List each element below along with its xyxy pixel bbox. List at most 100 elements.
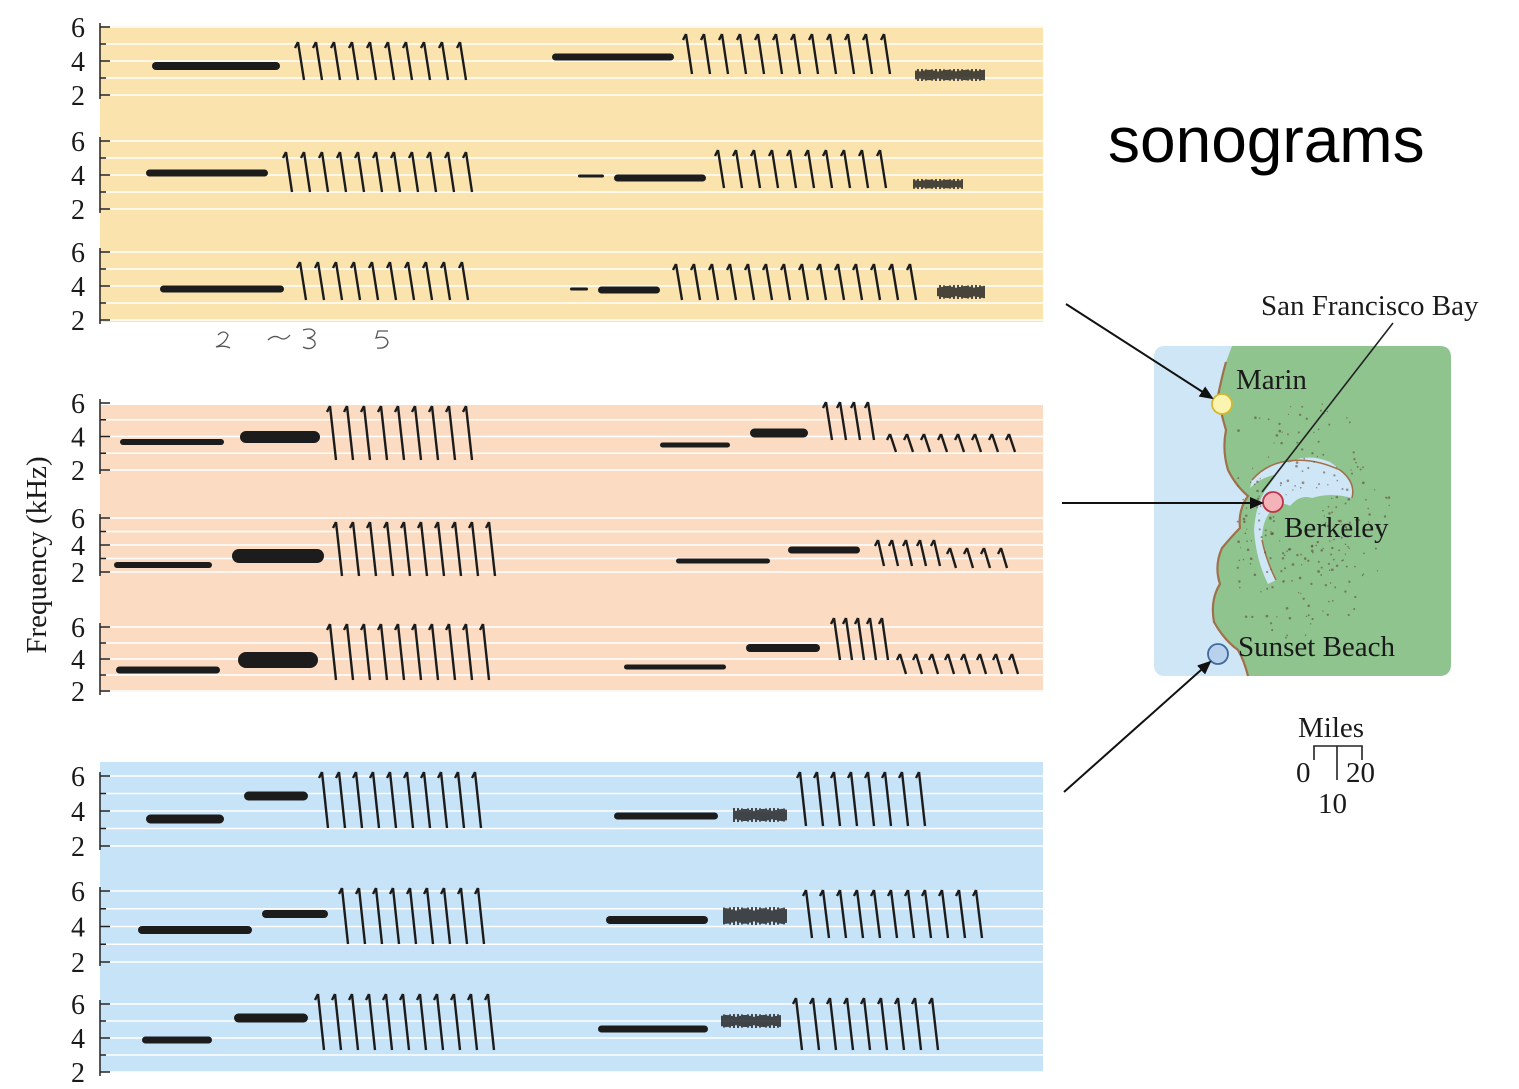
map-stipple xyxy=(1315,486,1318,489)
map-stipple xyxy=(1328,512,1331,515)
map-stipple xyxy=(1329,540,1331,542)
map-stipple xyxy=(1353,607,1356,611)
map-stipple xyxy=(1237,485,1239,487)
map-stipple xyxy=(1275,434,1279,437)
trill-mark xyxy=(351,771,364,829)
tick-label: 2 xyxy=(71,456,85,487)
map-stipple xyxy=(1322,453,1325,456)
map-stipple xyxy=(1354,595,1357,599)
trill-mark xyxy=(371,151,384,193)
map-stipple xyxy=(1358,519,1361,522)
trill-mark xyxy=(457,261,470,301)
trill-mark xyxy=(450,521,463,577)
map-stipple xyxy=(1348,580,1351,583)
tick-label: 2 xyxy=(71,195,85,226)
map-stipple xyxy=(1291,580,1293,582)
trill-mark xyxy=(835,401,848,441)
map-stipple xyxy=(1291,563,1295,566)
trill-mark xyxy=(920,889,933,939)
trill-mark xyxy=(954,889,967,939)
trill-mark xyxy=(857,149,870,189)
marin-label: Marin xyxy=(1236,364,1307,396)
map-stipple xyxy=(1307,604,1311,608)
bay-label: San Francisco Bay xyxy=(1261,290,1479,322)
map-stipple xyxy=(1323,515,1325,517)
trill-mark xyxy=(359,405,372,461)
trill-mark xyxy=(281,151,294,193)
tone-mark xyxy=(750,428,808,438)
map-stipple xyxy=(1311,452,1314,455)
map-stipple xyxy=(1279,540,1281,542)
trill-mark xyxy=(385,261,398,301)
tick-label: 6 xyxy=(71,238,85,269)
trill-mark xyxy=(699,33,712,75)
trill-mark xyxy=(393,405,406,461)
trill-mark xyxy=(953,433,966,453)
trill-mark xyxy=(869,263,882,301)
tick-label: 4 xyxy=(71,913,85,944)
map-stipple xyxy=(1246,528,1248,530)
map-stipple xyxy=(1265,614,1269,618)
map-stipple xyxy=(1301,481,1305,485)
trill-mark xyxy=(959,653,972,675)
trill-mark xyxy=(929,539,942,567)
scale-left: 0 xyxy=(1296,757,1311,789)
map-stipple xyxy=(1330,568,1334,572)
trill-mark xyxy=(761,263,774,301)
trill-mark xyxy=(330,993,343,1051)
trill-mark xyxy=(875,149,888,189)
map-stipple xyxy=(1385,497,1388,499)
marin-marker xyxy=(1211,393,1233,415)
trill-mark xyxy=(885,433,898,453)
map-stipple xyxy=(1280,570,1283,573)
trill-mark xyxy=(991,653,1004,675)
tone-mark xyxy=(676,558,770,564)
trill-mark xyxy=(473,887,486,945)
trill-mark xyxy=(376,405,389,461)
map-stipple xyxy=(1265,570,1269,574)
trill-mark xyxy=(877,617,890,661)
map-stipple xyxy=(1269,557,1272,560)
map-stipple xyxy=(1294,485,1296,487)
map-stipple xyxy=(1270,568,1272,571)
trill-mark xyxy=(825,997,838,1051)
trill-mark xyxy=(416,521,429,577)
trill-mark xyxy=(415,993,428,1051)
trill-mark xyxy=(812,771,825,827)
map-stipple xyxy=(1290,406,1292,408)
scale-middle: 10 xyxy=(1318,788,1347,820)
trill-mark xyxy=(381,993,394,1051)
map-stipple xyxy=(1300,564,1303,566)
trill-mark xyxy=(383,41,396,81)
map-stipple xyxy=(1285,606,1289,610)
map-stipple xyxy=(1341,487,1344,491)
trill-mark xyxy=(914,771,927,827)
trill-mark xyxy=(353,151,366,193)
tone-mark xyxy=(746,644,820,652)
map-stipple xyxy=(1281,431,1283,433)
tick-label: 6 xyxy=(71,389,85,420)
trill-mark xyxy=(887,539,900,567)
trill-mark xyxy=(853,617,866,661)
map-stipple xyxy=(1373,489,1376,491)
map-stipple xyxy=(1333,525,1336,528)
trill-mark xyxy=(359,623,372,681)
trill-mark xyxy=(936,433,949,453)
map-stipple xyxy=(1313,431,1315,434)
map-stipple xyxy=(1281,557,1285,560)
trill-mark xyxy=(835,889,848,939)
trill-mark xyxy=(735,33,748,75)
trill-mark xyxy=(852,889,865,939)
map-stipple xyxy=(1284,636,1287,639)
trill-mark xyxy=(910,997,923,1051)
tone-mark xyxy=(234,1013,308,1023)
map-stipple xyxy=(1317,570,1320,573)
map-stipple xyxy=(1264,551,1267,554)
tick-label: 6 xyxy=(71,990,85,1021)
map-stipple xyxy=(1354,565,1356,568)
trill-mark xyxy=(841,617,854,661)
map-stipple xyxy=(1310,549,1314,553)
tone-mark xyxy=(142,1036,212,1044)
trill-mark xyxy=(861,33,874,75)
